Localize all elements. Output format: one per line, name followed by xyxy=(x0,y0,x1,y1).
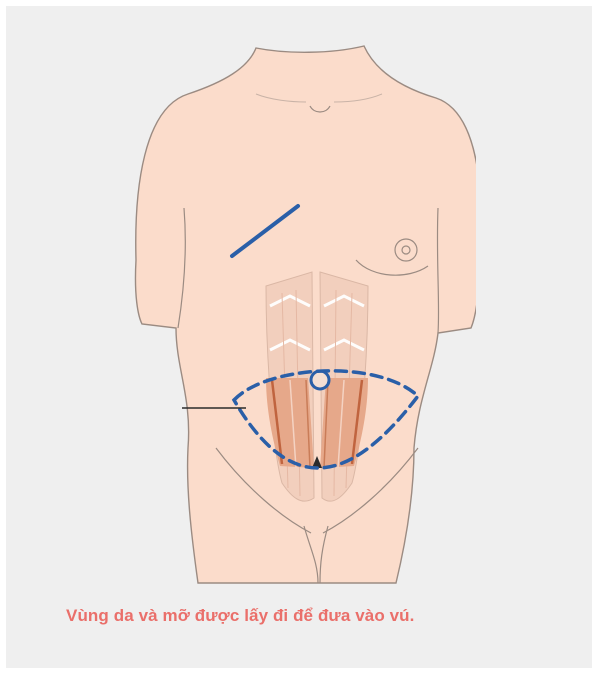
navel-circle xyxy=(311,371,329,389)
torso-diagram xyxy=(106,28,476,588)
figure-panel: Vùng da và mỡ được lấy đi để đưa vào vú. xyxy=(6,6,592,668)
torso-illustration xyxy=(106,28,476,588)
figure-caption: Vùng da và mỡ được lấy đi để đưa vào vú. xyxy=(66,606,415,626)
